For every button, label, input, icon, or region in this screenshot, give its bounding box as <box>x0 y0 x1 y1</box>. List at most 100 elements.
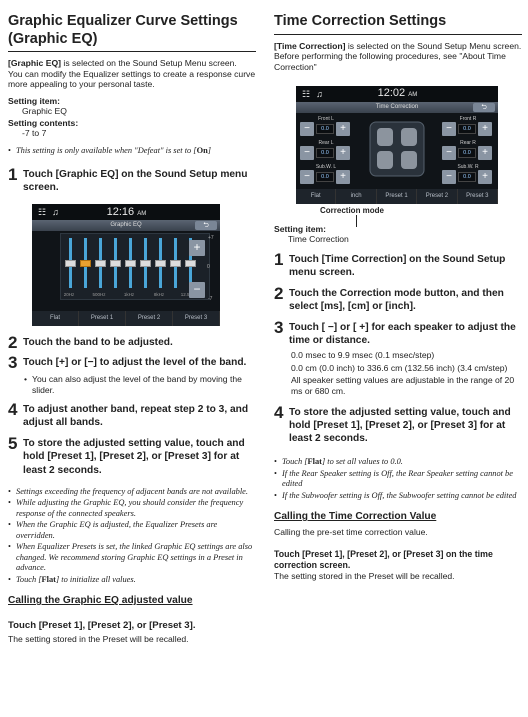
setting-item-label: Setting item: <box>8 95 61 106</box>
eq-freq-label: 500Hz <box>92 292 106 298</box>
eq-step-2: 2 Touch the band to be adjusted. <box>8 333 173 353</box>
front-l-minus[interactable]: − <box>300 122 314 137</box>
note-item: Touch [Flat] to initialize all values. <box>8 575 256 586</box>
eq-freq-label: 8kHz <box>153 292 165 298</box>
eq-step-4: 4 To adjust another band, repeat step 2 … <box>8 400 249 429</box>
front-r-minus[interactable]: − <box>442 122 456 137</box>
setting-contents-label: Setting contents: <box>8 117 79 128</box>
time-correction-screen: ☷ ♫ 12:02 AM Time Correction ⮌ Front L −… <box>296 86 498 205</box>
eq-band-knob[interactable] <box>170 259 181 267</box>
tc-setting-item-label: Setting item: <box>274 223 327 234</box>
eq-band-knob[interactable] <box>80 259 91 267</box>
subw-l-control: Sub.W. L −0.0+ <box>300 164 352 185</box>
front-l-control: Front L −0.0+ <box>300 116 352 137</box>
calling-tc-text: Calling the pre-set time correction valu… <box>274 526 428 537</box>
eq-band-knob[interactable] <box>140 259 151 267</box>
subw-l-minus[interactable]: − <box>300 170 314 185</box>
note-item: Settings exceeding the frequency of adja… <box>8 487 256 498</box>
back-arrow-icon[interactable]: ⮌ <box>195 221 217 231</box>
tc-flat-button[interactable]: Flat <box>296 189 337 205</box>
clock: 12:02 AM <box>377 87 418 100</box>
calling-eq-instruction: Touch [Preset 1], [Preset 2], or [Preset… <box>8 619 196 631</box>
tc-button-bar: Flat inch Preset 1 Preset 2 Preset 3 <box>296 189 498 205</box>
callout-line <box>356 215 357 228</box>
car-seats-icon <box>369 121 425 177</box>
correction-mode-button[interactable]: inch <box>336 189 377 205</box>
rear-r-plus[interactable]: + <box>478 146 492 161</box>
menu-icon[interactable]: ☷ <box>38 206 47 217</box>
eq-freq-label: 20Hz <box>63 292 75 298</box>
eq-step-3-sub: You can also adjust the level of the ban… <box>8 374 256 395</box>
rear-l-plus[interactable]: + <box>336 146 350 161</box>
menu-icon[interactable]: ☷ <box>302 88 311 99</box>
eq-band-knob[interactable] <box>110 259 121 267</box>
calling-tc-result: The setting stored in the Preset will be… <box>274 570 455 581</box>
eq-minus-button[interactable]: − <box>189 282 205 299</box>
graphic-eq-title: Graphic Equalizer Curve Settings (Graphi… <box>8 0 256 53</box>
tc-notes: Touch [Flat] to set all values to 0.0. I… <box>274 457 522 501</box>
eq-band-knob[interactable] <box>185 259 196 267</box>
tc-setting-item-value: Time Correction <box>288 234 349 245</box>
rear-l-minus[interactable]: − <box>300 146 314 161</box>
music-note-icon[interactable]: ♫ <box>52 206 59 217</box>
tc-step-3: 3 Touch [ −] or [ +] for each speaker to… <box>274 318 516 347</box>
subw-r-control: Sub.W. R −0.0+ <box>442 164 494 185</box>
music-note-icon[interactable]: ♫ <box>316 88 323 99</box>
eq-mid-label: 0 <box>207 264 210 271</box>
left-column: Graphic Equalizer Curve Settings (Graphi… <box>8 0 256 647</box>
graphic-eq-screen: ☷ ♫ 12:16 AM Graphic EQ ⮌ 20Hz 500Hz 1kHz 8… <box>32 204 220 327</box>
subw-r-minus[interactable]: − <box>442 170 456 185</box>
eq-slider-area[interactable]: 20Hz 500Hz 1kHz 8kHz 12.5kHz <box>60 233 210 301</box>
tc-preset-2[interactable]: Preset 2 <box>417 189 458 205</box>
subw-r-plus[interactable]: + <box>478 170 492 185</box>
right-column: Time Correction Settings [Time Correctio… <box>274 0 522 583</box>
availability-note: This setting is only available when "Def… <box>8 146 256 157</box>
eq-band-knob[interactable] <box>65 259 76 267</box>
tc-intro: [Time Correction] is selected on the Sou… <box>274 40 522 72</box>
front-r-plus[interactable]: + <box>478 122 492 137</box>
eq-step-1: 1 Touch [Graphic EQ] on the Sound Setup … <box>8 165 248 194</box>
tc-preset-1[interactable]: Preset 1 <box>377 189 418 205</box>
time-correction-title: Time Correction Settings <box>274 0 522 35</box>
setting-item-value: Graphic EQ <box>22 106 67 117</box>
tc-step-1: 1 Touch [Time Correction] on the Sound S… <box>274 249 506 278</box>
graphic-eq-intro: [Graphic EQ] is selected on the Sound Se… <box>8 58 256 90</box>
preset-3[interactable]: Preset 3 <box>173 311 220 327</box>
note-item: If the Subwoofer setting is Off, the Sub… <box>274 491 522 502</box>
eq-min-label: -7 <box>208 296 213 303</box>
eq-preset-bar: Flat Preset 1 Preset 2 Preset 3 <box>32 311 220 327</box>
calling-tc-title: Calling the Time Correction Value <box>274 511 437 523</box>
screen-title: Graphic EQ <box>110 222 142 229</box>
eq-max-label: +7 <box>208 235 214 242</box>
rear-r-minus[interactable]: − <box>442 146 456 161</box>
correction-mode-callout: Correction mode <box>320 206 385 216</box>
eq-step-3: 3 Touch [+] or [−] to adjust the level o… <box>8 353 247 373</box>
preset-2[interactable]: Preset 2 <box>126 311 173 327</box>
eq-step-5: 5 To store the adjusted setting value, t… <box>8 434 245 476</box>
tc-step-4: 4 To store the adjusted setting value, t… <box>274 403 511 445</box>
preset-1[interactable]: Preset 1 <box>79 311 126 327</box>
note-item: While adjusting the Graphic EQ, you shou… <box>8 498 256 519</box>
eq-freq-label: 12.5kHz <box>179 292 199 297</box>
front-r-control: Front R −0.0+ <box>442 116 494 137</box>
tc-preset-3[interactable]: Preset 3 <box>458 189 498 205</box>
note-item: If the Rear Speaker setting is Off, the … <box>274 469 522 490</box>
note-item: When Equalizer Presets is set, the linke… <box>8 542 256 574</box>
clock: 12:16 AM <box>106 205 147 218</box>
front-l-plus[interactable]: + <box>336 122 350 137</box>
tc-range-info: 0.0 msec to 9.9 msec (0.1 msec/step) 0.0… <box>291 350 515 396</box>
rear-l-control: Rear L −0.0+ <box>300 140 352 161</box>
calling-eq-title: Calling the Graphic EQ adjusted value <box>8 595 193 607</box>
rear-r-control: Rear R −0.0+ <box>442 140 494 161</box>
eq-band-knob[interactable] <box>125 259 136 267</box>
eq-plus-button[interactable]: + <box>189 240 205 257</box>
back-arrow-icon[interactable]: ⮌ <box>473 103 495 113</box>
eq-freq-label: 1kHz <box>123 292 135 298</box>
calling-eq-text: The setting stored in the Preset will be… <box>8 634 189 645</box>
screen-title: Time Correction <box>375 103 419 110</box>
eq-band-knob[interactable] <box>95 259 106 267</box>
subw-l-plus[interactable]: + <box>336 170 350 185</box>
tc-step-2: 2 Touch the Correction mode button, and … <box>274 283 504 312</box>
eq-band-knob[interactable] <box>155 259 166 267</box>
preset-flat[interactable]: Flat <box>32 311 79 327</box>
